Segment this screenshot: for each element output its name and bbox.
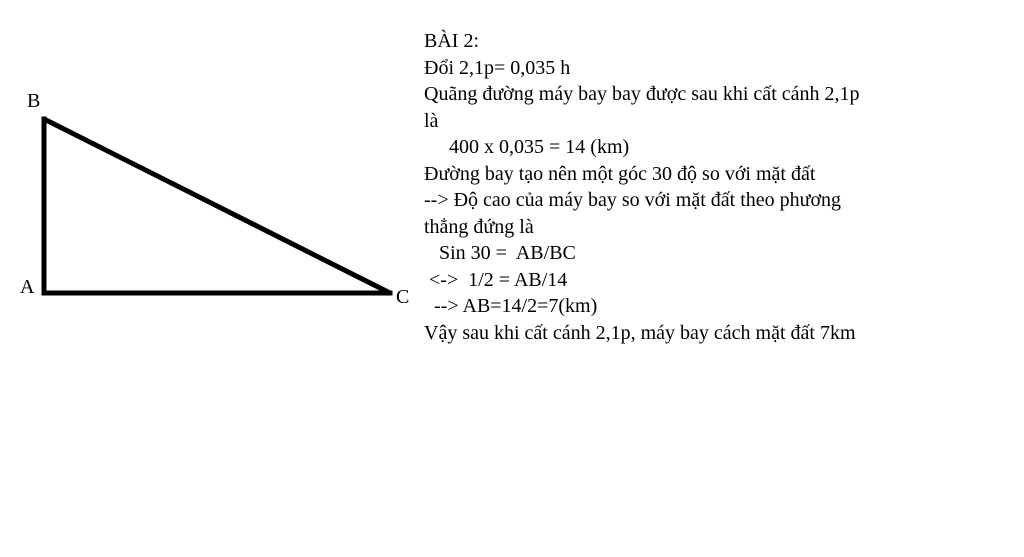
solution-line: 400 x 0,035 = 14 (km) bbox=[424, 136, 630, 158]
solution-line: --> AB=14/2=7(km) bbox=[424, 295, 598, 317]
solution-line: thẳng đứng là bbox=[424, 215, 534, 238]
solution-line: Đổi 2,1p= 0,035 h bbox=[424, 56, 571, 79]
side-bc bbox=[41, 116, 393, 296]
solution-line: --> Độ cao của máy bay so với mặt đất th… bbox=[424, 189, 842, 211]
solution-heading: BÀI 2: bbox=[424, 30, 479, 52]
vertex-label-a: A bbox=[20, 276, 35, 298]
solution-line: Đường bay tạo nên một góc 30 độ so với m… bbox=[424, 162, 816, 185]
solution-conclusion: Vậy sau khi cất cánh 2,1p, máy bay cách … bbox=[424, 321, 856, 344]
right-triangle-diagram bbox=[41, 116, 393, 296]
vertex-label-b: B bbox=[27, 90, 41, 112]
solution-line: Sin 30 = AB/BC bbox=[424, 242, 576, 264]
solution-line: <-> 1/2 = AB/14 bbox=[424, 268, 568, 291]
solution-line: Quãng đường máy bay bay được sau khi cất… bbox=[424, 83, 860, 105]
solution-text: BÀI 2: Đổi 2,1p= 0,035 h Quãng đường máy… bbox=[424, 28, 1014, 346]
solution-line: là bbox=[424, 109, 439, 132]
vertex-label-c: C bbox=[396, 286, 410, 308]
